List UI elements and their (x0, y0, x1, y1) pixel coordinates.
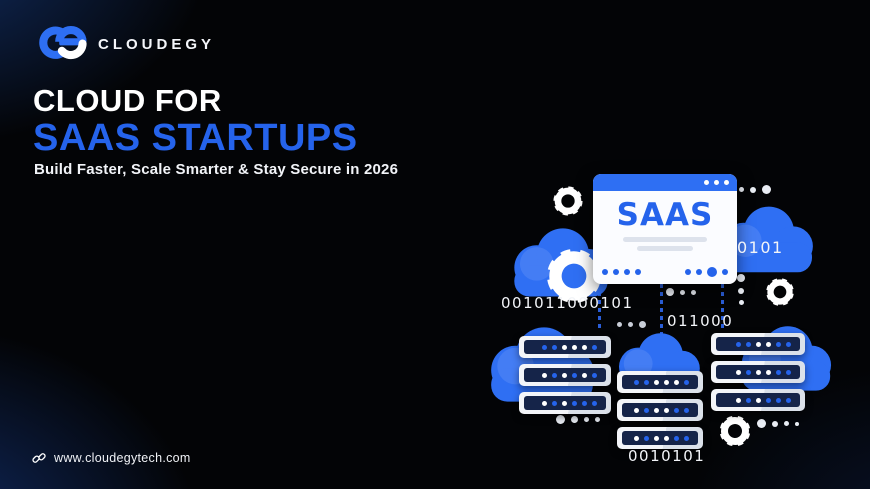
cloudegy-logo-icon (34, 22, 88, 64)
website-url[interactable]: www.cloudegytech.com (54, 451, 191, 465)
saas-browser-window: SAAS (593, 174, 737, 284)
dots-decoration (737, 274, 745, 305)
gear-icon (537, 239, 611, 313)
headline-line1: CLOUD FOR (33, 83, 222, 118)
headline-subtitle: Build Faster, Scale Smarter & Stay Secur… (34, 161, 399, 178)
gear-icon (761, 273, 799, 311)
dot-icon (602, 269, 608, 275)
footer: www.cloudegytech.com (31, 450, 191, 466)
dot-icon (635, 269, 641, 275)
server-rack-left (519, 336, 611, 414)
server-icon (711, 361, 805, 383)
gear-icon (548, 181, 588, 221)
dot-icon (722, 269, 728, 275)
headline-line2: SAAS STARTUPS (33, 117, 358, 159)
dots-decoration (757, 419, 799, 428)
placeholder-line (637, 246, 693, 251)
server-rack-middle (617, 371, 703, 449)
server-icon (519, 364, 611, 386)
browser-footer-dots (602, 267, 728, 277)
placeholder-line (623, 237, 707, 242)
dot-icon (696, 269, 702, 275)
dashed-connector-right (721, 284, 724, 330)
dots-decoration (617, 321, 646, 328)
dashed-connector-middle (660, 284, 663, 348)
server-icon (617, 371, 703, 393)
cloud-icon (713, 200, 821, 278)
server-icon (519, 336, 611, 358)
dot-icon (707, 267, 717, 277)
server-rack-right (711, 333, 805, 411)
link-icon (32, 453, 46, 463)
server-icon (519, 392, 611, 414)
server-icon (617, 399, 703, 421)
dot-icon (685, 269, 691, 275)
brand-name: CLOUDEGY (98, 36, 216, 53)
dots-decoration (556, 415, 600, 424)
binary-code-middle: 011000 (667, 312, 734, 330)
dot-icon (613, 269, 619, 275)
window-dot-icon (714, 180, 719, 185)
server-icon (617, 427, 703, 449)
cloud-saas-illustration: 0101 SAAS (478, 168, 853, 473)
window-dot-icon (724, 180, 729, 185)
server-icon (711, 333, 805, 355)
browser-titlebar (593, 174, 737, 191)
dots-decoration (666, 288, 696, 296)
dots-decoration (739, 185, 771, 194)
binary-code-right-cloud: 0101 (737, 238, 784, 257)
window-dot-icon (704, 180, 709, 185)
binary-code-bottom: 0010101 (628, 447, 706, 465)
saas-label: SAAS (616, 197, 714, 233)
server-icon (711, 389, 805, 411)
binary-code-left: 001011000101 (501, 294, 634, 312)
dashed-connector-left (598, 284, 601, 330)
dot-icon (624, 269, 630, 275)
gear-icon (714, 410, 756, 452)
